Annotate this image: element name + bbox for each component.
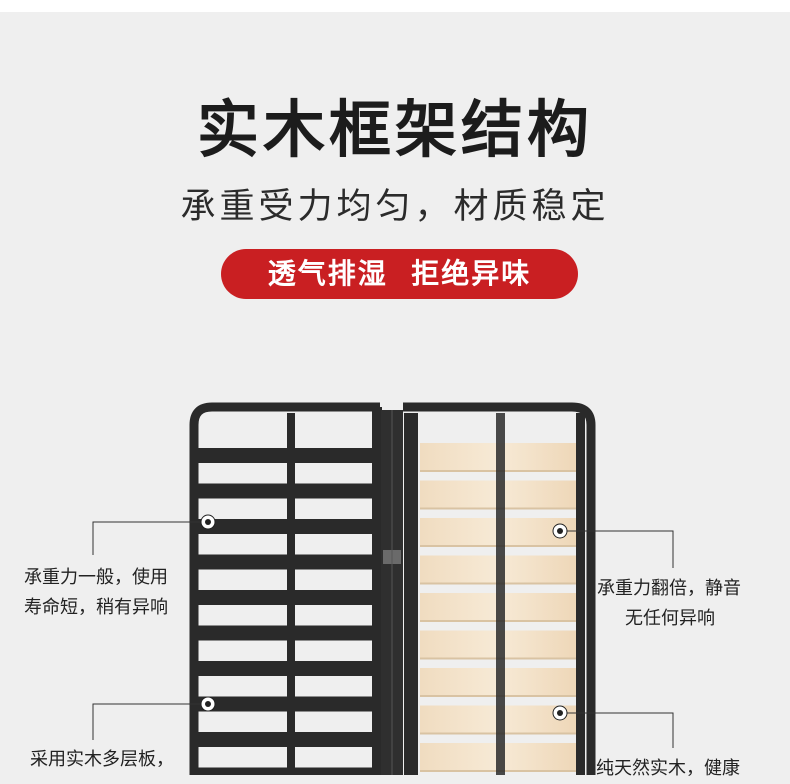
wood-frame-half	[403, 402, 596, 775]
steel-slat	[198, 448, 374, 463]
callout-line: 采用实木多层板，	[30, 749, 174, 770]
callout-line: 承重力一般，使用	[24, 567, 168, 588]
center-connector	[381, 410, 403, 775]
callout-line: 纯天然实木，健康	[596, 758, 740, 779]
top-strip	[0, 0, 790, 12]
callout-steel-material: 采用实木多层板，	[30, 745, 174, 775]
steel-slat	[198, 483, 374, 499]
steel-frame-half	[189, 402, 382, 775]
steel-slat	[198, 590, 374, 605]
steel-slat	[198, 696, 374, 712]
steel-slat	[198, 554, 374, 570]
steel-slat	[198, 767, 374, 775]
callout-line: 承重力翻倍，静音	[597, 578, 741, 599]
callout-wood-load: 承重力翻倍，静音 无任何异响	[597, 574, 741, 634]
steel-slat	[198, 625, 374, 641]
steel-slat	[198, 519, 374, 534]
callout-steel-load: 承重力一般，使用 寿命短，稍有异响	[24, 563, 168, 623]
steel-slat	[198, 661, 374, 676]
callout-lines	[92, 521, 674, 748]
steel-slat	[198, 732, 374, 747]
callout-dots	[200, 514, 568, 721]
callout-line: 寿命短，稍有异响	[24, 597, 168, 618]
page-subtitle: 承重受力均匀，材质稳定	[180, 187, 610, 227]
callout-line: 无任何异响	[625, 608, 715, 629]
feature-badge: 透气排湿 拒绝异味	[221, 249, 578, 299]
page-title: 实木框架结构	[196, 93, 593, 166]
callout-wood-material: 纯天然实木，健康	[596, 754, 740, 784]
